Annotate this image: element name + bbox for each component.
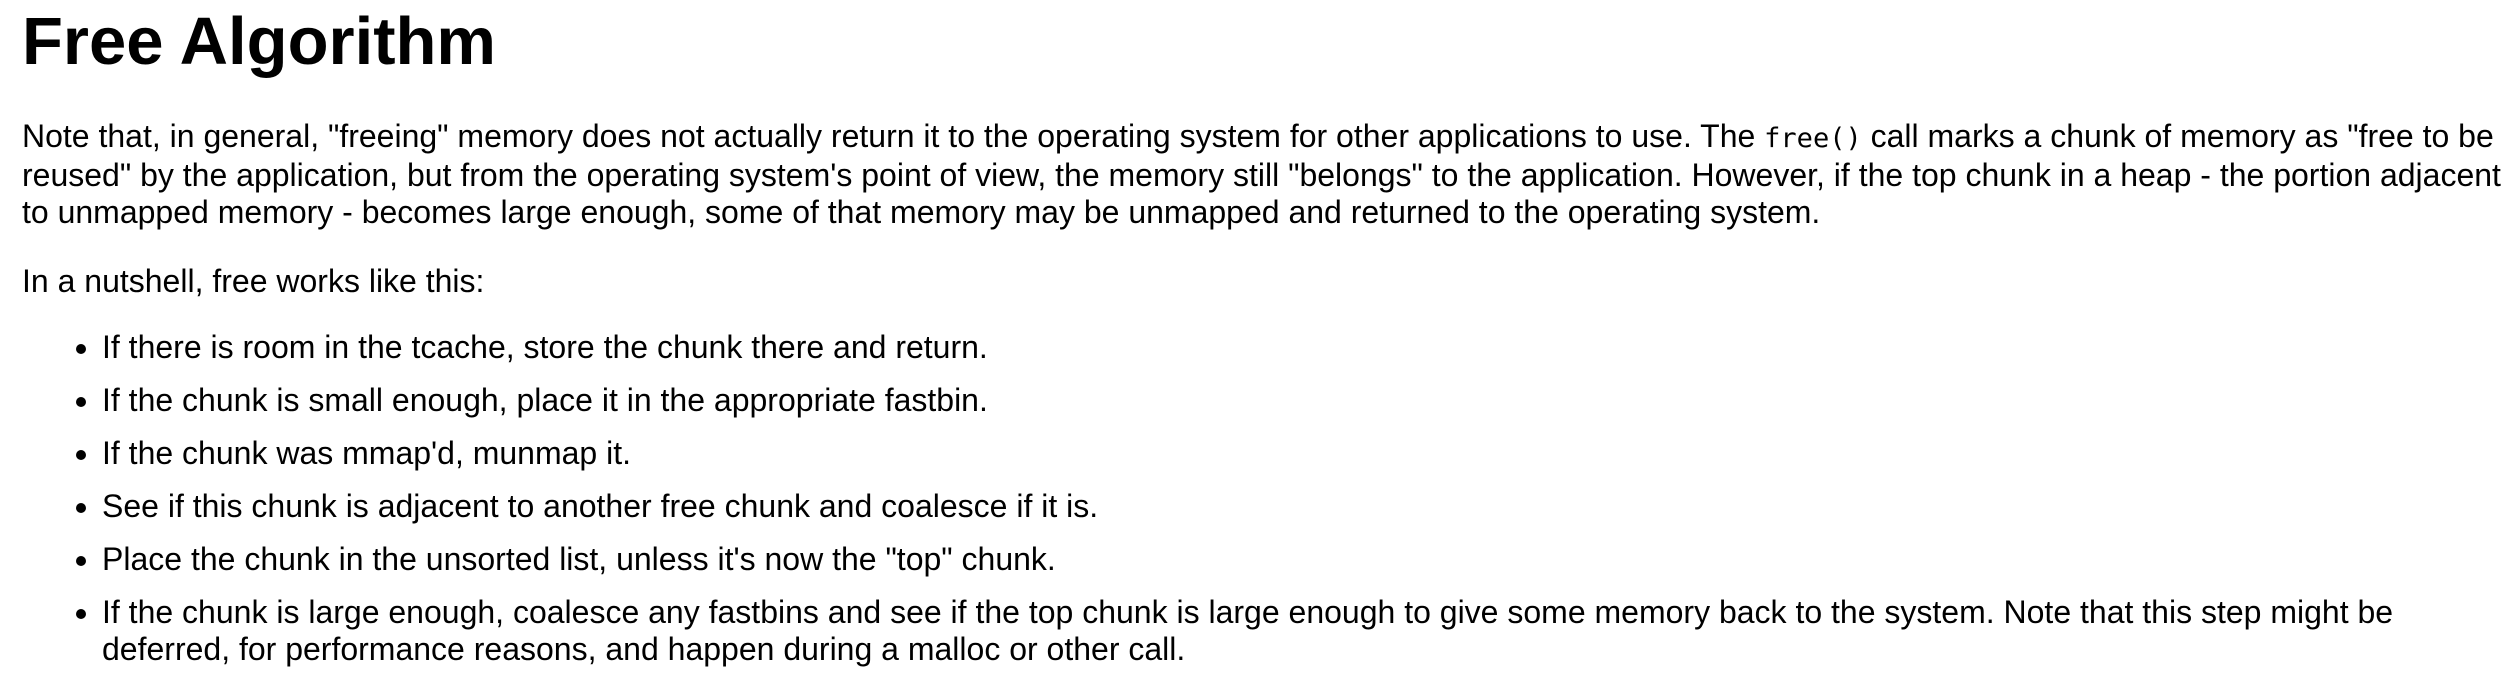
intro-text-before-code: Note that, in general, "freeing" memory … [22,118,1765,154]
list-item: Place the chunk in the unsorted list, un… [102,541,2512,578]
free-code-snippet: free() [1764,123,1862,154]
list-item: See if this chunk is adjacent to another… [102,488,2512,525]
list-item: If the chunk is small enough, place it i… [102,382,2512,419]
steps-list: If there is room in the tcache, store th… [22,329,2512,668]
list-item: If the chunk is large enough, coalesce a… [102,594,2512,668]
list-item: If the chunk was mmap'd, munmap it. [102,435,2512,472]
list-item: If there is room in the tcache, store th… [102,329,2512,366]
document-page: Free Algorithm Note that, in general, "f… [0,0,2512,668]
summary-paragraph: In a nutshell, free works like this: [22,263,485,299]
intro-text-after-code: call marks a chunk of memory as "free to… [22,118,2501,230]
page-title: Free Algorithm [22,4,497,79]
intro-paragraph: Note that, in general, "freeing" memory … [22,118,2512,231]
